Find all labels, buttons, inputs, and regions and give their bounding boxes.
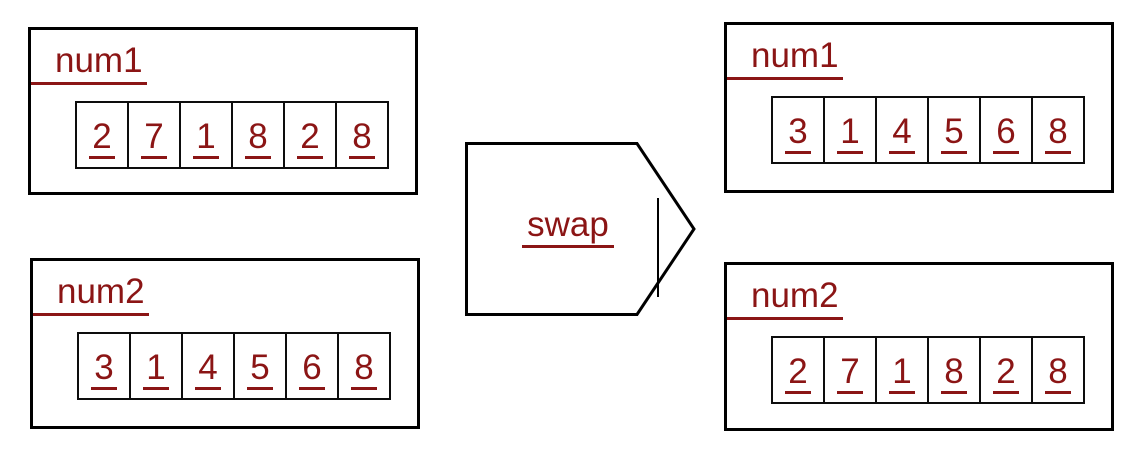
- array-cell: 6: [979, 96, 1033, 164]
- array-cells-num2-before: 3 1 4 5 6 8: [77, 332, 391, 400]
- array-cell: 5: [927, 96, 981, 164]
- array-cell: 1: [875, 336, 929, 404]
- variable-label-num2-after: num2: [727, 277, 843, 320]
- cell-value: 2: [89, 119, 115, 159]
- cell-value: 2: [993, 354, 1019, 394]
- array-cell: 8: [231, 101, 285, 169]
- array-cell: 8: [335, 101, 389, 169]
- cell-value: 4: [889, 114, 915, 154]
- cell-value: 3: [91, 350, 117, 390]
- array-cell: 3: [77, 332, 131, 400]
- cell-value: 1: [889, 354, 915, 394]
- array-cell: 2: [283, 101, 337, 169]
- cell-value: 8: [941, 354, 967, 394]
- array-cell: 6: [285, 332, 339, 400]
- array-cell: 7: [823, 336, 877, 404]
- cell-value: 7: [837, 354, 863, 394]
- swap-operation-label: swap: [465, 207, 671, 248]
- array-cell: 2: [771, 336, 825, 404]
- variable-label-text: num1: [31, 42, 147, 85]
- array-cell: 1: [179, 101, 233, 169]
- cell-value: 7: [141, 119, 167, 159]
- num2-after-box: num2 2 7 1 8 2 8: [724, 262, 1114, 431]
- array-cell: 4: [181, 332, 235, 400]
- array-cell: 5: [233, 332, 287, 400]
- cell-value: 8: [351, 350, 377, 390]
- variable-label-text: num2: [727, 277, 843, 320]
- array-cell: 4: [875, 96, 929, 164]
- num2-before-box: num2 3 1 4 5 6 8: [30, 258, 420, 429]
- array-cell: 2: [979, 336, 1033, 404]
- variable-label-text: num1: [727, 37, 843, 80]
- cell-value: 8: [349, 119, 375, 159]
- variable-label-num1-after: num1: [727, 37, 843, 80]
- array-cells-num2-after: 2 7 1 8 2 8: [771, 336, 1085, 404]
- cell-value: 6: [993, 114, 1019, 154]
- cell-value: 8: [1045, 354, 1071, 394]
- variable-label-num2-before: num2: [33, 273, 149, 316]
- cell-value: 4: [195, 350, 221, 390]
- array-cell: 7: [127, 101, 181, 169]
- array-cell: 2: [75, 101, 129, 169]
- cell-value: 8: [245, 119, 271, 159]
- cell-value: 1: [143, 350, 169, 390]
- cell-value: 6: [299, 350, 325, 390]
- swap-label-text: swap: [522, 207, 614, 248]
- cell-value: 8: [1045, 114, 1071, 154]
- variable-label-num1-before: num1: [31, 42, 147, 85]
- array-cell: 1: [129, 332, 183, 400]
- num1-before-box: num1 2 7 1 8 2 8: [28, 27, 418, 195]
- variable-label-text: num2: [33, 273, 149, 316]
- cell-value: 5: [247, 350, 273, 390]
- array-cells-num1-before: 2 7 1 8 2 8: [75, 101, 389, 169]
- array-cell: 8: [927, 336, 981, 404]
- cell-value: 2: [297, 119, 323, 159]
- cell-value: 1: [837, 114, 863, 154]
- cell-value: 2: [785, 354, 811, 394]
- array-cell: 3: [771, 96, 825, 164]
- cell-value: 5: [941, 114, 967, 154]
- cell-value: 1: [193, 119, 219, 159]
- num1-after-box: num1 3 1 4 5 6 8: [724, 22, 1114, 193]
- array-cells-num1-after: 3 1 4 5 6 8: [771, 96, 1085, 164]
- cell-value: 3: [785, 114, 811, 154]
- array-cell: 8: [1031, 96, 1085, 164]
- array-cell: 1: [823, 96, 877, 164]
- array-cell: 8: [1031, 336, 1085, 404]
- array-cell: 8: [337, 332, 391, 400]
